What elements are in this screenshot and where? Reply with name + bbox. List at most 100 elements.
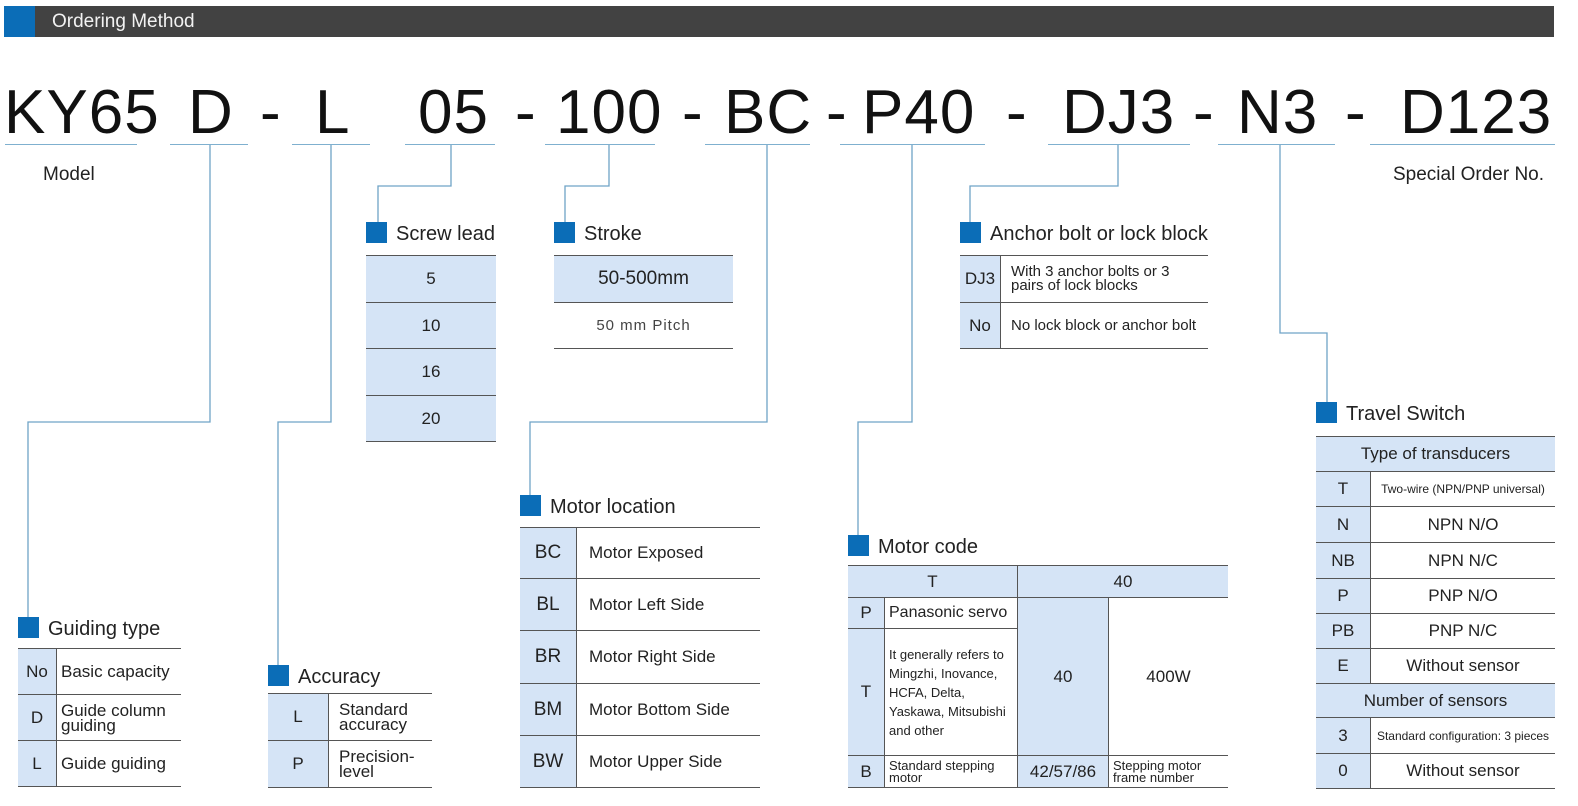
cell: DJ3: [960, 255, 1001, 303]
bullet-square: [366, 222, 387, 243]
underline: [705, 144, 810, 145]
cell: 50-500mm: [554, 255, 733, 303]
screw-lead-title: Screw lead: [366, 222, 495, 246]
section-title: Ordering Method: [52, 11, 195, 32]
cell: 0: [1316, 753, 1371, 789]
cell: BM: [520, 683, 577, 736]
cell: 40: [1017, 565, 1228, 598]
underline: [1218, 144, 1335, 145]
model-label: Model: [43, 164, 95, 185]
underline: [5, 144, 137, 145]
cell: 400W: [1108, 597, 1228, 756]
cell: BL: [520, 578, 577, 631]
cell: Standard accuracy: [328, 693, 432, 741]
cell: Guide column guiding: [56, 694, 181, 741]
bullet-square: [960, 222, 981, 243]
cell: T: [1316, 471, 1371, 507]
cell: Motor Bottom Side: [576, 683, 760, 736]
code-dash: -: [826, 78, 848, 147]
screw-lead-table: 5 10 16 20: [366, 255, 496, 442]
cell: 50 mm Pitch: [554, 302, 733, 349]
cell: NPN N/O: [1370, 506, 1555, 543]
cell: PNP N/O: [1370, 578, 1555, 614]
cell: 42/57/86: [1017, 755, 1109, 788]
cell: No: [960, 302, 1001, 349]
cell: T: [848, 565, 1018, 598]
underline: [1048, 144, 1190, 145]
code-switch: N3: [1237, 78, 1319, 147]
cell: L: [268, 693, 329, 741]
code-guide: D: [188, 78, 234, 147]
code-dash: -: [260, 78, 282, 147]
cell: Type of transducers: [1316, 436, 1555, 472]
cell: Motor Upper Side: [576, 735, 760, 788]
stroke-table: 50-500mm 50 mm Pitch: [554, 255, 733, 349]
code-anchor: DJ3: [1062, 78, 1176, 147]
code-lead: 05: [418, 78, 489, 147]
stroke-title: Stroke: [554, 222, 642, 246]
cell: B: [848, 755, 885, 788]
code-motor-code: P40: [862, 78, 976, 147]
cell: Panasonic servo: [884, 597, 1018, 629]
cell: 40: [1017, 597, 1109, 756]
travel-switch-title: Travel Switch: [1316, 402, 1465, 426]
code-dash: -: [1006, 78, 1028, 147]
underline: [840, 144, 985, 145]
cell: Standard stepping motor: [884, 755, 1018, 788]
cell: With 3 anchor bolts or 3 pairs of lock b…: [1000, 255, 1208, 303]
cell: Without sensor: [1370, 648, 1555, 684]
cell: P: [848, 597, 885, 629]
cell: L: [18, 740, 57, 787]
cell: Stepping motor frame number: [1108, 755, 1228, 788]
underline: [292, 144, 370, 145]
cell: Number of sensors: [1316, 683, 1555, 718]
motor-code-title: Motor code: [848, 535, 978, 559]
accuracy-title: Accuracy: [268, 665, 380, 689]
bullet-square: [554, 222, 575, 243]
cell: D: [18, 694, 57, 741]
anchor-title: Anchor bolt or lock block: [960, 222, 1208, 246]
bullet-square: [18, 617, 39, 638]
guiding-type-title: Guiding type: [18, 617, 160, 641]
cell: N: [1316, 506, 1371, 543]
cell: P: [268, 740, 329, 788]
bullet-square: [1316, 402, 1337, 423]
cell: PB: [1316, 613, 1371, 649]
cell: No lock block or anchor bolt: [1000, 302, 1208, 349]
cell: Guide guiding: [56, 740, 181, 787]
cell: Basic capacity: [56, 648, 181, 695]
cell: 16: [366, 348, 496, 396]
cell: Precision-level: [328, 740, 432, 788]
cell: BW: [520, 735, 577, 788]
cell: 5: [366, 255, 496, 303]
underline: [1370, 144, 1555, 145]
cell: Without sensor: [1370, 753, 1555, 789]
bullet-square: [520, 495, 541, 516]
cell: BC: [520, 527, 577, 579]
cell: T: [848, 628, 885, 756]
cell: Two-wire (NPN/PNP universal): [1370, 471, 1555, 507]
code-motor-location: BC: [724, 78, 813, 147]
cell: NPN N/C: [1370, 542, 1555, 579]
cell: PNP N/C: [1370, 613, 1555, 649]
code-dash: -: [515, 78, 537, 147]
code-dash: -: [1193, 78, 1215, 147]
code-special: D123: [1400, 78, 1553, 147]
special-order-label: Special Order No.: [1393, 164, 1545, 185]
cell: BR: [520, 630, 577, 684]
cell: 3: [1316, 717, 1371, 754]
underline: [405, 144, 495, 145]
cell: E: [1316, 648, 1371, 684]
cell: Motor Exposed: [576, 527, 760, 579]
code-dash: -: [682, 78, 704, 147]
motor-location-title: Motor location: [520, 495, 676, 519]
cell: Standard configuration: 3 pieces: [1370, 717, 1555, 754]
